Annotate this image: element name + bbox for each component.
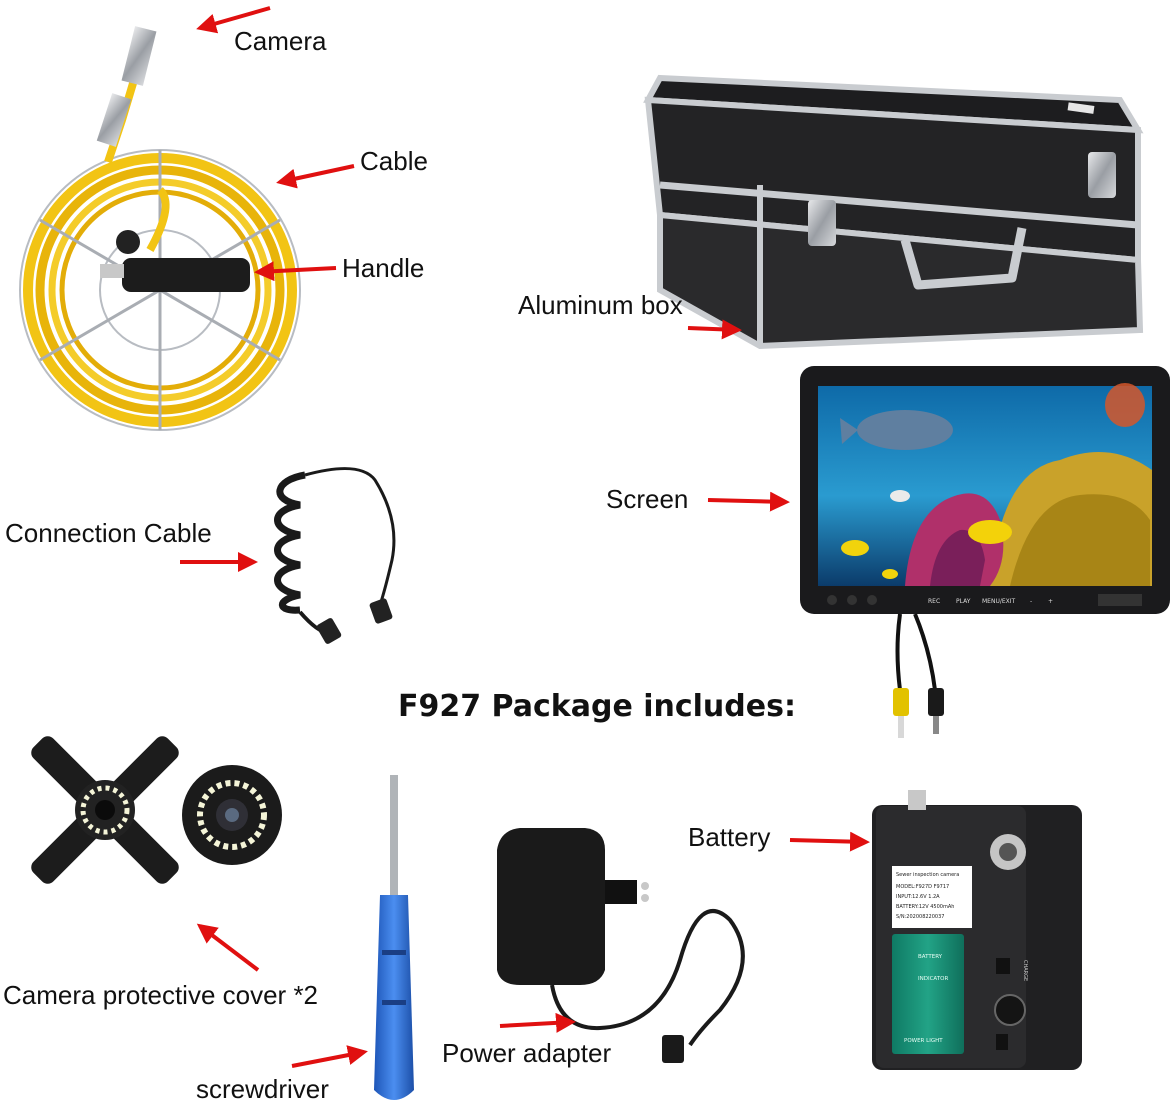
arrow-handle xyxy=(254,261,337,282)
battery-indicator-power-light: POWER LIGHT xyxy=(904,1038,943,1044)
battery-indicator-battery: BATTERY xyxy=(918,954,943,960)
battery-label-line-2: INPUT:12.6V 1.2A xyxy=(896,894,940,900)
label-connection-cable: Connection Cable xyxy=(5,518,212,548)
label-protective-cover: Camera protective cover *2 xyxy=(3,980,319,1010)
arrow-screwdriver xyxy=(291,1045,368,1068)
arrow-aluminum-box xyxy=(687,319,742,340)
label-screen: Screen xyxy=(606,484,689,514)
battery-label-line-1: MODEL:F927D F9717 xyxy=(896,884,949,890)
label-battery: Battery xyxy=(688,822,771,852)
monitor-button-plus: + xyxy=(1048,598,1053,605)
monitor-button-minus: - xyxy=(1030,598,1032,605)
label-camera: Camera xyxy=(234,26,327,56)
callout-arrows xyxy=(180,6,870,1068)
label-aluminum-box: Aluminum box xyxy=(518,290,683,320)
label-handle: Handle xyxy=(342,253,425,283)
connection-cable-icon xyxy=(274,467,396,644)
battery-side-charge: CHARGE xyxy=(1022,960,1028,981)
aluminum-box-icon xyxy=(643,74,1144,350)
monitor-icon xyxy=(800,366,1170,738)
battery-label-line-3: BATTERY:12V 4500mAh xyxy=(896,904,954,910)
arrow-battery xyxy=(789,831,870,852)
arrow-cable xyxy=(276,164,355,189)
arrow-protective-cover xyxy=(196,923,260,972)
arrow-screen xyxy=(707,491,790,512)
monitor-button-play: PLAY xyxy=(956,598,971,605)
battery-label-title: Sewer inspection camera xyxy=(896,872,959,878)
battery-label-line-4: S/N:202008220037 xyxy=(896,914,944,920)
battery-indicator-indicator: INDICATOR xyxy=(918,976,948,982)
cable-reel-icon xyxy=(19,26,301,431)
monitor-button-menu: MENU/EXIT xyxy=(982,598,1016,605)
power-adapter-icon xyxy=(497,828,745,1063)
monitor-button-rec: REC xyxy=(928,598,940,605)
arrow-camera xyxy=(196,6,271,34)
label-screwdriver: screwdriver xyxy=(196,1074,329,1104)
label-cable: Cable xyxy=(360,146,428,176)
battery-box-icon xyxy=(872,790,1082,1070)
arrow-power-adapter xyxy=(499,1012,576,1033)
label-power-adapter: Power adapter xyxy=(442,1038,612,1068)
protective-cover-icon xyxy=(31,736,282,884)
package-heading: F927 Package includes: xyxy=(398,689,796,724)
screwdriver-icon xyxy=(374,775,414,1100)
